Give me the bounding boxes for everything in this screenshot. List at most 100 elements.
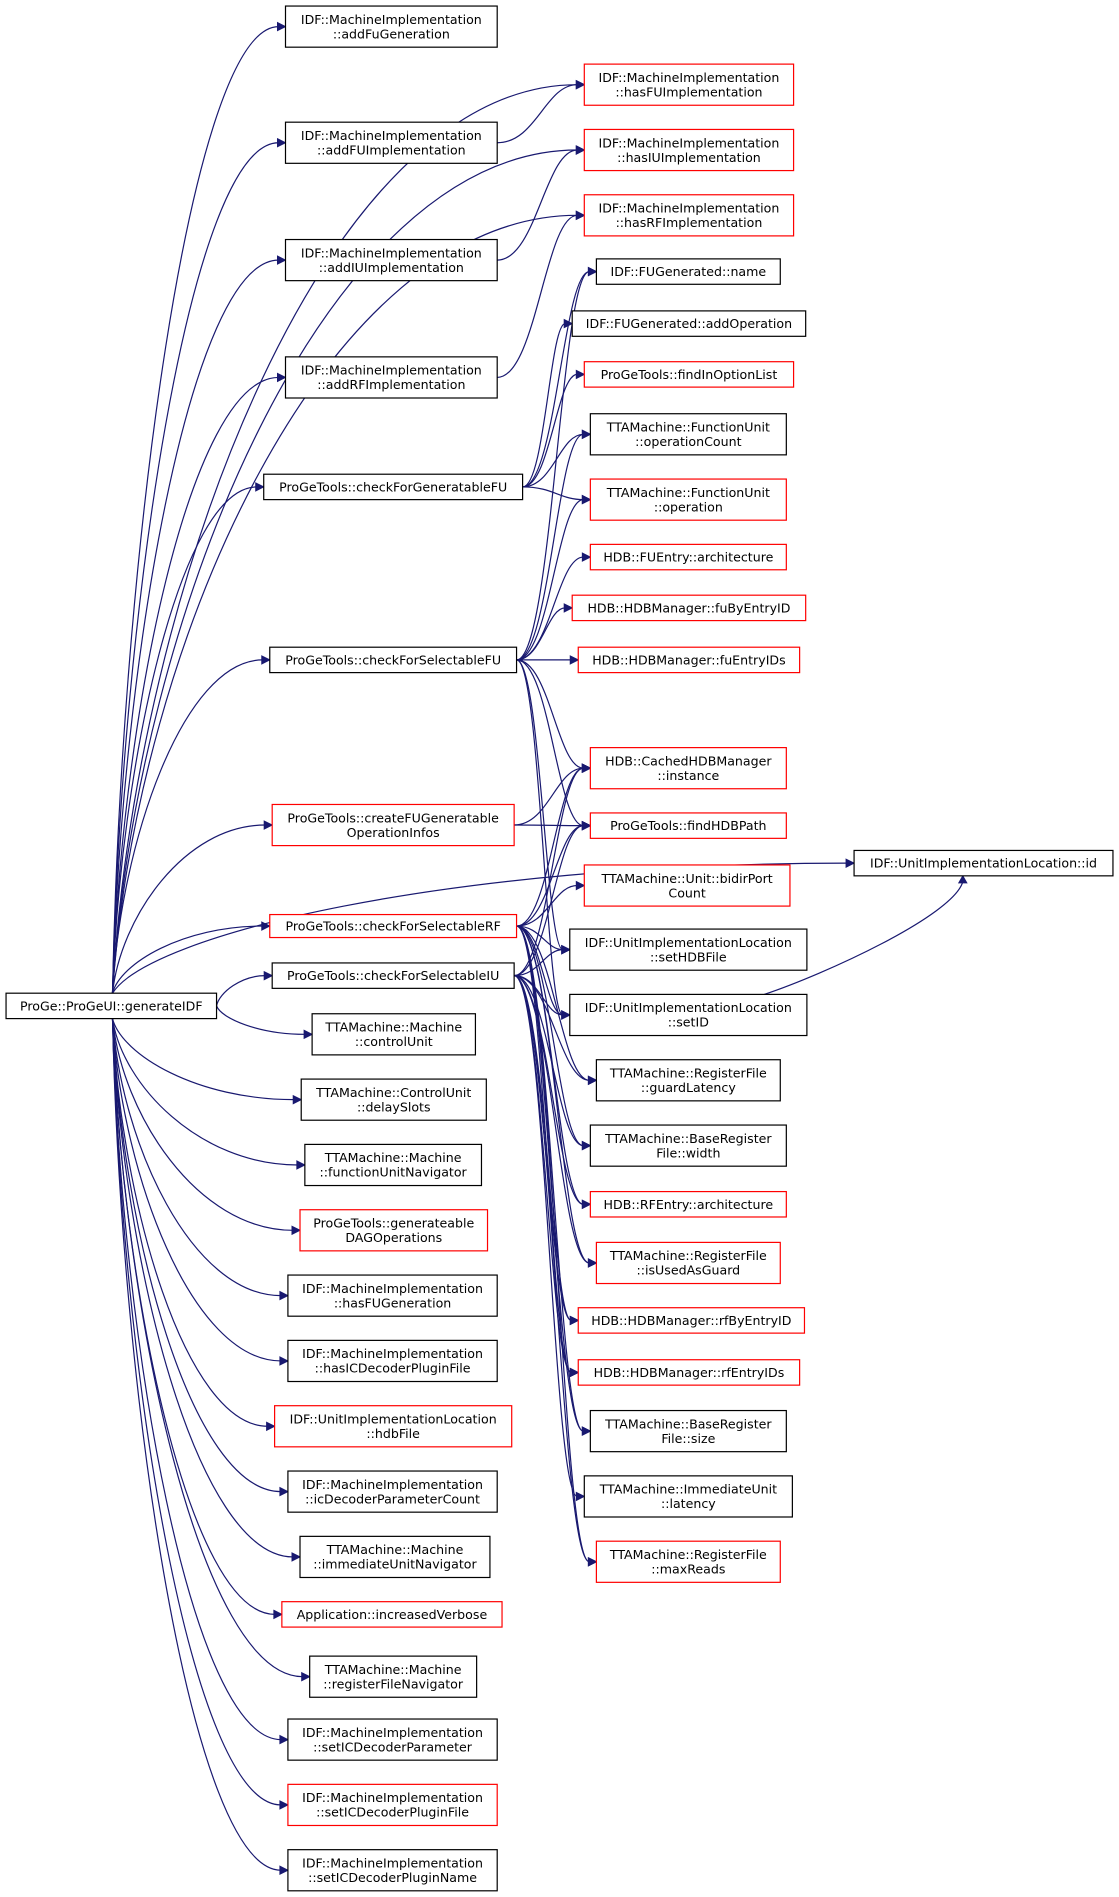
call-edge-generateIDF-checkForGeneratableFU bbox=[111, 486, 257, 994]
node-hasRFImplementation[interactable]: IDF::MachineImplementation::hasRFImpleme… bbox=[583, 194, 795, 237]
node-functionUnitNavigator[interactable]: TTAMachine::Machine::functionUnitNavigat… bbox=[304, 1143, 483, 1187]
node-box bbox=[299, 1209, 489, 1252]
call-edge-checkForSelectableFU-cachedInstance bbox=[516, 659, 584, 769]
arrowhead bbox=[273, 1609, 283, 1620]
node-label-line: ::isUsedAsGuard bbox=[637, 1263, 741, 1278]
node-cachedInstance[interactable]: HDB::CachedHDBManager::instance bbox=[589, 747, 787, 790]
node-fuEntryArchitecture[interactable]: HDB::FUEntry::architecture bbox=[589, 543, 787, 571]
node-label-line: ProGeTools::checkForSelectableRF bbox=[285, 919, 500, 934]
node-findHDBPath[interactable]: ProGeTools::findHDBPath bbox=[589, 812, 787, 839]
node-controlUnit[interactable]: TTAMachine::Machine::controlUnit bbox=[311, 1013, 477, 1056]
call-edge-generateIDF-checkForSelectableIU bbox=[215, 975, 266, 1007]
node-checkForSelectableIU[interactable]: ProGeTools::checkForSelectableIU bbox=[271, 962, 515, 989]
arrowhead bbox=[261, 655, 271, 665]
node-delaySlots[interactable]: TTAMachine::ControlUnit::delaySlots bbox=[300, 1078, 487, 1121]
node-guardLatency[interactable]: TTAMachine::RegisterFile::guardLatency bbox=[595, 1059, 781, 1102]
node-hasFUImplementation[interactable]: IDF::MachineImplementation::hasFUImpleme… bbox=[583, 63, 795, 106]
node-isUsedAsGuard[interactable]: TTAMachine::RegisterFile::isUsedAsGuard bbox=[595, 1241, 781, 1285]
node-registerFileNavigator[interactable]: TTAMachine::Machine::registerFileNavigat… bbox=[309, 1655, 478, 1698]
node-box bbox=[583, 194, 795, 237]
node-addRFImplementation[interactable]: IDF::MachineImplementation::addRFImpleme… bbox=[284, 356, 498, 399]
node-box bbox=[271, 962, 515, 989]
arrowhead bbox=[575, 79, 586, 90]
node-rfEntryArchitecture[interactable]: HDB::RFEntry::architecture bbox=[589, 1190, 787, 1218]
node-fugName[interactable]: IDF::FUGenerated::name bbox=[595, 258, 781, 285]
node-fuOperationCount[interactable]: TTAMachine::FunctionUnit::operationCount bbox=[589, 413, 787, 456]
node-checkForGeneratableFU[interactable]: ProGeTools::checkForGeneratableFU bbox=[263, 473, 524, 501]
arrowhead bbox=[279, 1800, 290, 1810]
call-edge-checkForSelectableIU-brfWidth bbox=[514, 975, 584, 1147]
node-setID[interactable]: IDF::UnitImplementationLocation::setID bbox=[569, 993, 808, 1037]
node-label-line: DAGOperations bbox=[345, 1230, 442, 1245]
call-edge-generateIDF-registerFileNavigator bbox=[111, 1018, 303, 1678]
arrowhead bbox=[575, 880, 586, 891]
node-addFuGeneration[interactable]: IDF::MachineImplementation::addFuGenerat… bbox=[284, 5, 498, 48]
node-addFUImplementation[interactable]: IDF::MachineImplementation::addFUImpleme… bbox=[284, 121, 498, 164]
node-box bbox=[569, 993, 808, 1037]
node-uilId[interactable]: IDF::UnitImplementationLocation::id bbox=[853, 849, 1114, 877]
call-edge-generateIDF-hasFUGeneration bbox=[111, 1018, 281, 1297]
node-rfEntryIDs[interactable]: HDB::HDBManager::rfEntryIDs bbox=[577, 1359, 801, 1386]
node-findInOptionList[interactable]: ProGeTools::findInOptionList bbox=[583, 361, 795, 388]
node-checkForSelectableFU[interactable]: ProGeTools::checkForSelectableFU bbox=[269, 646, 518, 674]
node-setICDecoderParameter[interactable]: IDF::MachineImplementation::setICDecoder… bbox=[287, 1718, 498, 1761]
node-maxReads[interactable]: TTAMachine::RegisterFile::maxReads bbox=[595, 1540, 781, 1583]
node-fuOperation[interactable]: TTAMachine::FunctionUnit::operation bbox=[589, 478, 787, 521]
arrowhead bbox=[575, 145, 586, 155]
node-checkForSelectableRF[interactable]: ProGeTools::checkForSelectableRF bbox=[269, 913, 518, 939]
arrowhead bbox=[587, 266, 598, 277]
node-label-line: ::functionUnitNavigator bbox=[320, 1165, 468, 1180]
call-edge-addFUImplementation-hasFUImplementation bbox=[497, 84, 578, 144]
arrowhead bbox=[276, 21, 287, 32]
call-edge-generateIDF-increasedVerbose bbox=[111, 1018, 275, 1615]
node-iuLatency[interactable]: TTAMachine::ImmediateUnit::latency bbox=[583, 1475, 793, 1518]
node-label-line: IDF::MachineImplementation bbox=[301, 245, 482, 260]
node-immediateUnitNavigator[interactable]: TTAMachine::Machine::immediateUnitNaviga… bbox=[299, 1535, 491, 1579]
node-label-line: ::hasICDecoderPluginFile bbox=[315, 1361, 471, 1376]
node-addIUImplementation[interactable]: IDF::MachineImplementation::addIUImpleme… bbox=[284, 238, 498, 282]
node-label-line: ::icDecoderParameterCount bbox=[305, 1491, 480, 1506]
call-edge-checkForSelectableFU-fuOperationCount bbox=[516, 433, 584, 661]
node-box bbox=[284, 5, 498, 48]
node-increasedVerbose[interactable]: Application::increasedVerbose bbox=[281, 1601, 503, 1628]
node-box bbox=[595, 1059, 781, 1102]
call-edge-checkForGeneratableFU-findInOptionList bbox=[522, 373, 578, 488]
node-icDecoderParameterCount[interactable]: IDF::MachineImplementation::icDecoderPar… bbox=[287, 1470, 498, 1513]
node-label-line: TTAMachine::Unit::bidirPort bbox=[600, 871, 772, 886]
node-hasICDecoderPluginFile[interactable]: IDF::MachineImplementation::hasICDecoder… bbox=[287, 1339, 498, 1383]
call-edge-generateIDF-addIUImplementation bbox=[111, 259, 279, 994]
arrowhead bbox=[575, 210, 586, 221]
call-edge-generateIDF-controlUnit bbox=[215, 1005, 306, 1035]
node-hasFUGeneration[interactable]: IDF::MachineImplementation::hasFUGenerat… bbox=[287, 1274, 498, 1317]
call-edge-checkForSelectableRF-findHDBPath bbox=[516, 825, 584, 927]
node-layer: ProGe::ProGeUI::generateIDFIDF::MachineI… bbox=[5, 5, 1114, 1892]
node-hdbFile[interactable]: IDF::UnitImplementationLocation::hdbFile bbox=[274, 1405, 513, 1448]
call-edge-generateIDF-setICDecoderParameter bbox=[111, 1018, 281, 1741]
arrowhead bbox=[303, 1029, 314, 1040]
call-edge-checkForGeneratableFU-fuOperation bbox=[522, 486, 584, 501]
node-hasIUImplementation[interactable]: IDF::MachineImplementation::hasIUImpleme… bbox=[583, 128, 795, 172]
call-edge-checkForSelectableIU-isUsedAsGuard bbox=[514, 975, 590, 1264]
node-label-line: IDF::UnitImplementationLocation bbox=[585, 1000, 792, 1015]
node-label-line: ::addFUImplementation bbox=[317, 142, 466, 157]
node-rfByEntryID[interactable]: HDB::HDBManager::rfByEntryID bbox=[577, 1307, 806, 1334]
node-label-line: IDF::MachineImplementation bbox=[301, 363, 482, 378]
node-setICDecoderPluginName[interactable]: IDF::MachineImplementation::setICDecoder… bbox=[287, 1849, 498, 1892]
node-setICDecoderPluginFile[interactable]: IDF::MachineImplementation::setICDecoder… bbox=[287, 1783, 498, 1827]
arrowhead bbox=[263, 820, 274, 830]
arrowhead bbox=[563, 318, 574, 329]
root-node-generateIDF[interactable]: ProGe::ProGeUI::generateIDF bbox=[5, 992, 218, 1020]
call-edge-checkForSelectableIU-guardLatency bbox=[514, 975, 590, 1081]
node-createFUGeneratable[interactable]: ProGeTools::createFUGeneratableOperation… bbox=[271, 803, 515, 847]
node-fugAddOperation[interactable]: IDF::FUGenerated::addOperation bbox=[571, 310, 807, 337]
node-setHDBFile[interactable]: IDF::UnitImplementationLocation::setHDBF… bbox=[569, 928, 808, 971]
node-box bbox=[589, 1124, 787, 1167]
node-label-line: HDB::FUEntry::architecture bbox=[603, 550, 773, 565]
node-fuByEntryID[interactable]: HDB::HDBManager::fuByEntryID bbox=[571, 594, 807, 622]
node-fuEntryIDs[interactable]: HDB::HDBManager::fuEntryIDs bbox=[577, 646, 801, 674]
node-label-line: ProGeTools::checkForSelectableIU bbox=[287, 968, 499, 983]
